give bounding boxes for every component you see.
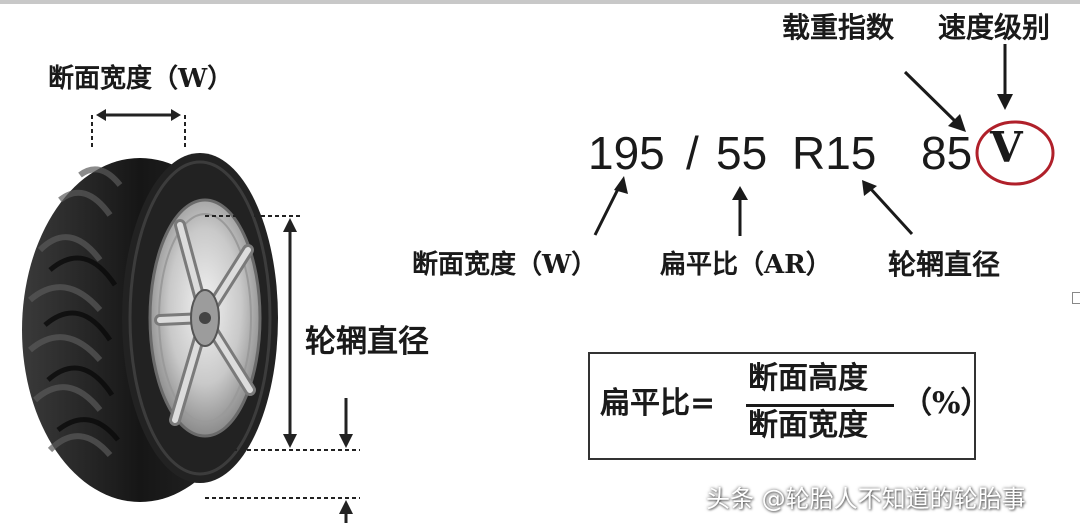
speed-rating-label: 速度级别	[938, 11, 1051, 44]
load-index-arrow	[903, 70, 960, 126]
formula-numerator: 断面高度	[748, 361, 868, 396]
top-border	[0, 0, 1080, 4]
formula-denominator: 断面宽度	[748, 408, 868, 443]
rim-diameter-arrow	[868, 186, 914, 236]
section-width-label: 断面宽度（W）	[412, 250, 598, 280]
code-width: 195	[588, 127, 665, 179]
scroll-marker	[1072, 292, 1080, 304]
watermark: 头条 @轮胎人不知道的轮胎事	[706, 485, 1026, 513]
rim-diameter-label: 轮辋直径	[888, 248, 1001, 281]
annotation-arrows	[593, 44, 1055, 236]
code-aspect: 55	[716, 127, 768, 179]
wheel-rim	[148, 198, 262, 438]
tire-illustration	[22, 109, 360, 523]
speed-highlight-circle	[975, 120, 1055, 186]
rim-diameter-label-side: 轮辋直径	[305, 324, 429, 359]
aspect-ratio-label: 扁平比（AR）	[660, 250, 832, 280]
code-slash: /	[686, 127, 699, 179]
width-dimension	[91, 109, 186, 150]
code-load: 85	[921, 127, 973, 179]
code-speed: V	[990, 123, 1023, 172]
fraction-bar	[746, 404, 894, 407]
section-width-arrow	[593, 184, 622, 236]
load-index-label: 载重指数	[782, 11, 895, 44]
formula-lhs: 扁平比=	[600, 386, 716, 421]
code-rim: R15	[792, 127, 877, 179]
rim-diameter-dimension	[205, 215, 360, 523]
formula-unit: （%）	[902, 386, 991, 421]
formula-box: 扁平比= 断面高度 断面宽度 （%）	[588, 352, 991, 460]
section-width-label-top: 断面宽度（W）	[48, 64, 234, 94]
